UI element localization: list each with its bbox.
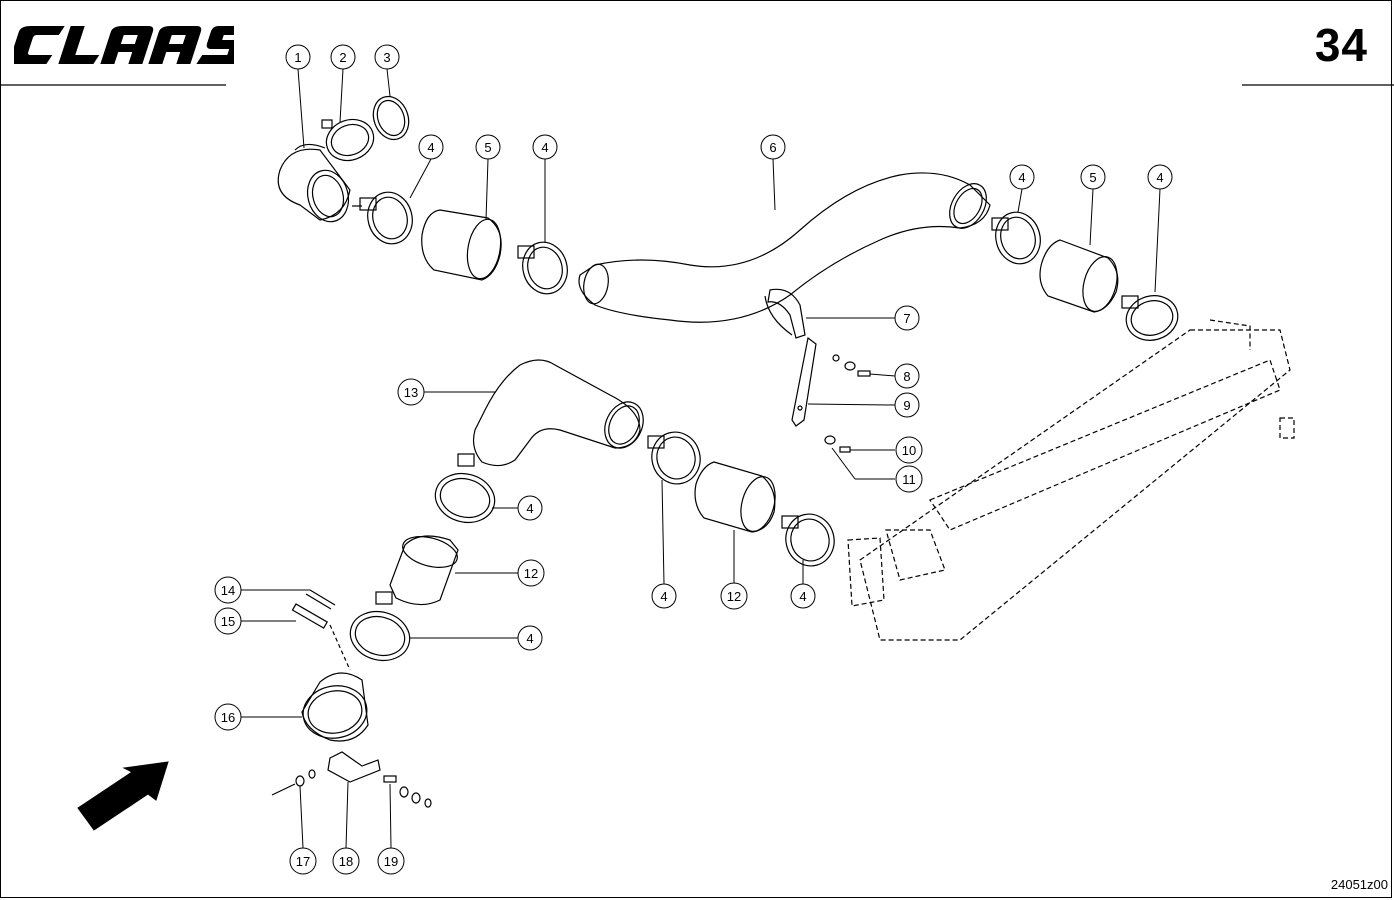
part-9-bracket [791,336,817,427]
part-2-clamp [321,118,375,162]
part-17-bolt [271,783,296,796]
leader-lines [241,68,1161,849]
callout-6: 6 [760,134,786,160]
callout-16: 16 [214,703,242,731]
drawing-id: 24051z00 [1330,877,1388,892]
part-13-elbow-pipe [472,359,644,467]
svg-text:8: 8 [903,369,910,384]
callout-11: 11 [895,465,923,493]
callout-12: 12 [720,582,748,610]
part-4-hose-clamp [991,211,1041,265]
svg-text:19: 19 [384,854,398,869]
charge-air-cooler [847,319,1295,641]
callout-15: 15 [214,607,242,635]
callout-4: 4 [1009,164,1035,190]
callouts: 1 2 3 4 5 4 6 4 5 4 7 8 9 10 11 13 4 12 … [214,44,1173,875]
svg-text:13: 13 [404,385,418,400]
svg-text:12: 12 [727,589,741,604]
part-1-elbow [277,143,351,223]
callout-4: 4 [1147,164,1173,190]
svg-text:4: 4 [526,631,533,646]
claas-logo [14,26,234,64]
callout-19: 19 [377,847,405,875]
part-12-hose [389,535,459,606]
svg-text:17: 17 [296,854,310,869]
part-10-bolt [839,446,851,453]
part-6-s-hose [578,172,991,323]
svg-text:9: 9 [903,398,910,413]
svg-text:4: 4 [427,140,434,155]
part-4-hose-clamp [647,431,701,485]
svg-text:12: 12 [524,566,538,581]
part-5-hose [1039,239,1119,313]
callout-14: 14 [214,576,242,604]
callout-4: 4 [517,495,543,521]
part-4-hose-clamp [434,453,496,524]
callout-8: 8 [894,363,920,389]
svg-text:18: 18 [339,854,353,869]
part-16-connector [301,672,369,742]
part-12-hose [694,461,776,533]
callout-1: 1 [285,44,311,70]
svg-text:5: 5 [1089,170,1096,185]
callout-12: 12 [517,559,545,587]
callout-5: 5 [1080,164,1106,190]
svg-text:4: 4 [799,589,806,604]
svg-text:4: 4 [660,589,667,604]
svg-text:3: 3 [383,50,390,65]
svg-text:10: 10 [902,443,916,458]
part-19-bolt [383,775,397,783]
part-4-hose-clamp [352,191,413,245]
part-8-bolt [857,370,871,377]
svg-text:7: 7 [903,311,910,326]
direction-arrow [77,761,169,831]
callout-3: 3 [374,44,400,70]
callout-4: 4 [418,134,444,160]
part-8-washer [832,354,840,362]
callout-13: 13 [397,378,425,406]
callout-18: 18 [332,847,360,875]
svg-text:4: 4 [1018,170,1025,185]
part-11-washer [824,435,836,445]
callout-2: 2 [330,44,356,70]
svg-text:4: 4 [1156,170,1163,185]
part-3-o-ring [372,95,410,141]
svg-text:11: 11 [902,472,916,487]
svg-text:16: 16 [221,710,235,725]
part-4-hose-clamp [1121,295,1179,341]
part-4-hose-clamp [517,241,568,295]
callout-7: 7 [894,305,920,331]
svg-text:2: 2 [339,50,346,65]
svg-text:15: 15 [221,614,235,629]
svg-text:6: 6 [769,140,776,155]
part-4-hose-clamp [781,513,835,567]
callout-4: 4 [517,625,543,651]
svg-text:5: 5 [484,140,491,155]
svg-text:4: 4 [526,501,533,516]
part-15-stud [291,603,328,629]
page-number: 34 [1314,19,1368,71]
callout-4: 4 [651,583,677,609]
callout-10: 10 [895,436,923,464]
callout-5: 5 [475,134,501,160]
part-18-bracket [327,751,381,783]
svg-text:1: 1 [294,50,301,65]
callout-4: 4 [790,583,816,609]
part-4-hose-clamp [349,591,411,662]
callout-9: 9 [894,392,920,418]
svg-text:14: 14 [221,583,235,598]
part-5-hose [421,209,502,281]
callout-4: 4 [532,134,558,160]
part-7-strap [764,288,806,339]
part-14-pin [309,589,336,606]
svg-text:4: 4 [541,140,548,155]
callout-17: 17 [289,847,317,875]
